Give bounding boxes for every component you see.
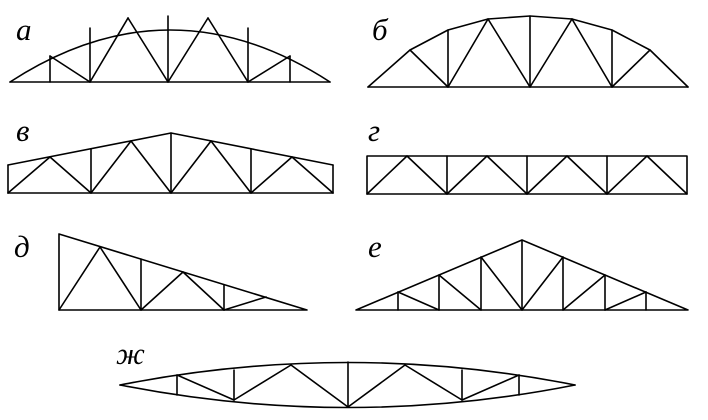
truss-zh-web (176, 361, 520, 408)
truss-label-g: г (368, 113, 380, 148)
truss-b-top-chord (367, 15, 689, 88)
truss-v-web (7, 132, 334, 194)
truss-label-b: б (372, 12, 389, 47)
truss-label-a: а (16, 12, 32, 47)
truss-v: в (7, 113, 334, 194)
truss-e-web (397, 239, 647, 311)
truss-a-web (49, 15, 291, 83)
truss-label-d: д (14, 229, 30, 264)
truss-d: д (14, 229, 308, 311)
truss-d-web (58, 246, 267, 311)
truss-e: е (355, 229, 689, 311)
truss-label-e: е (368, 229, 382, 264)
truss-label-zh: ж (116, 336, 145, 371)
truss-a: а (9, 12, 331, 83)
truss-g-web (366, 155, 688, 195)
truss-b-web (409, 15, 651, 88)
truss-a-top-chord (9, 29, 331, 83)
truss-b: б (367, 12, 689, 88)
truss-label-v: в (16, 113, 29, 148)
truss-g: г (366, 113, 688, 195)
truss-zh: ж (116, 336, 576, 409)
